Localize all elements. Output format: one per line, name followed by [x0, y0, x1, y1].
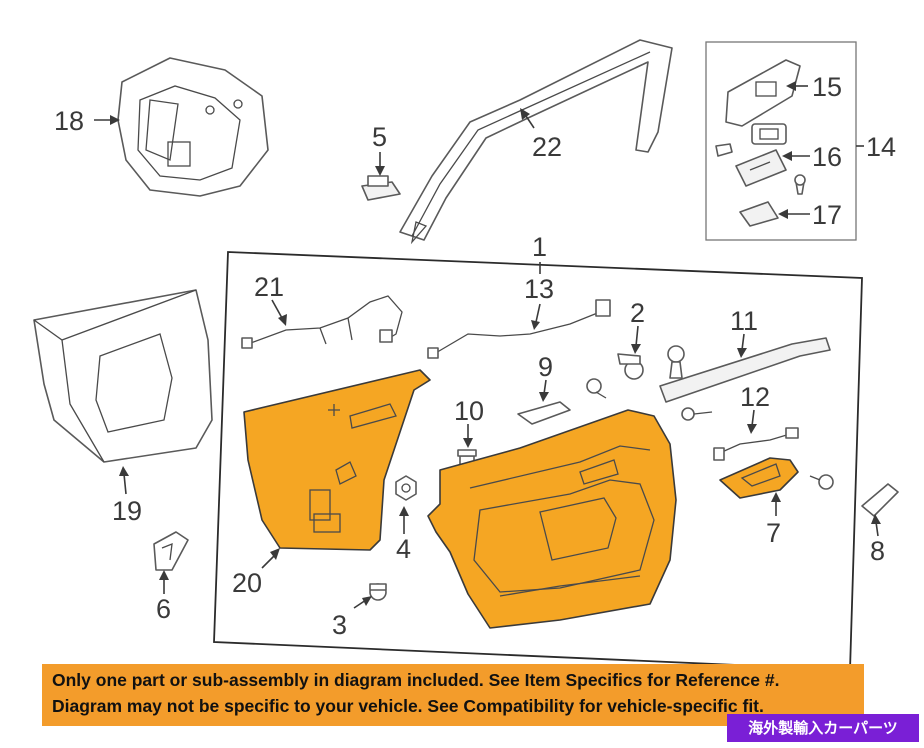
trim-cap: [861, 483, 899, 517]
window-switch: [735, 149, 806, 195]
callout-8: 8: [870, 536, 885, 566]
callout-4: 4: [396, 534, 411, 564]
callout-16: 16: [812, 142, 842, 172]
nut: [395, 475, 417, 501]
fastener-3: [369, 583, 387, 601]
switch-cover: [715, 123, 787, 157]
bolt: [667, 345, 685, 379]
callout-5: 5: [372, 122, 387, 152]
callout-2: 2: [630, 298, 645, 328]
window-regulator: [117, 57, 269, 197]
door-panel-highlighted: [427, 409, 677, 629]
callout-1: 1: [532, 232, 547, 262]
bezel-clip: [517, 401, 571, 425]
callout-3: 3: [332, 610, 347, 640]
leader-lines: [94, 81, 881, 609]
trim-strip: [659, 337, 831, 403]
switch-bezel: [725, 59, 801, 127]
clip-part: [361, 175, 401, 201]
switch-base: [739, 201, 779, 227]
callout-17: 17: [812, 200, 842, 230]
trim-panel-highlighted: [243, 369, 431, 551]
callout-10: 10: [454, 396, 484, 426]
callout-21: 21: [254, 272, 284, 302]
screw: [586, 378, 607, 399]
bolt-3: [809, 474, 834, 490]
water-deflector: [33, 289, 213, 463]
door-handle-highlighted: [719, 457, 799, 499]
callout-numbers: 18 5 22 15 16 17 14 1 19 6 8 21 13 2 11 …: [54, 72, 896, 640]
window-channel: [399, 39, 673, 245]
callout-13: 13: [524, 274, 554, 304]
callout-11: 11: [730, 306, 758, 336]
callout-15: 15: [812, 72, 842, 102]
callout-20: 20: [232, 568, 262, 598]
wiring-harness-13: [427, 299, 611, 359]
fastener-2: [617, 353, 644, 380]
callout-22: 22: [532, 132, 562, 162]
callout-7: 7: [766, 518, 781, 548]
disclaimer-line-1: Only one part or sub-assembly in diagram…: [52, 670, 780, 690]
callout-9: 9: [538, 352, 553, 382]
callout-14: 14: [866, 132, 896, 162]
bolt-2: [681, 407, 713, 421]
callout-19: 19: [112, 496, 142, 526]
callout-12: 12: [740, 382, 770, 412]
wiring-harness-12: [713, 427, 799, 461]
disclaimer-line-2: Diagram may not be specific to your vehi…: [52, 696, 764, 716]
mounting-bracket: [153, 531, 189, 571]
wiring-harness-21: [241, 295, 403, 349]
seller-tag: 海外製輸入カーパーツ: [727, 714, 919, 742]
switch-group-frame: [705, 41, 857, 241]
callout-6: 6: [156, 594, 171, 624]
callout-18: 18: [54, 106, 84, 136]
